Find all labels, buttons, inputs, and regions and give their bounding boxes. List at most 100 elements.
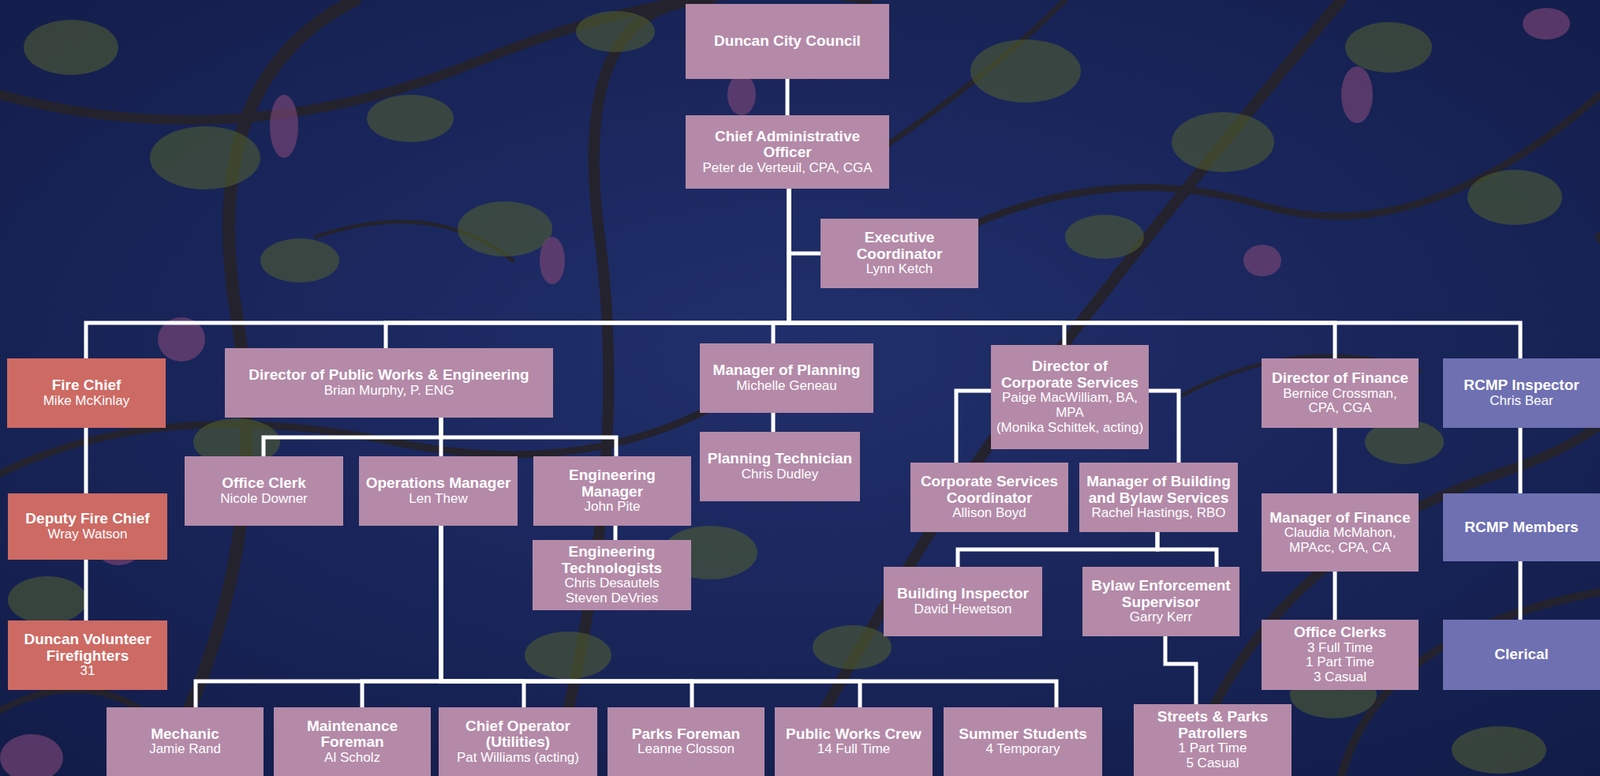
box-detail: 3 Casual — [1313, 669, 1367, 685]
org-box: Parks ForemanLeanne Closson — [607, 706, 765, 776]
box-title: Chief Operator (Utilities) — [443, 717, 593, 751]
org-connector — [773, 188, 789, 344]
box-detail: Len Thew — [408, 491, 468, 507]
org-box: Engineering ManagerJohn Pite — [533, 456, 692, 526]
box-detail: 1 Part Time — [1305, 654, 1375, 670]
box-title: Fire Chief — [52, 377, 122, 394]
box-detail: Peter de Verteuil, CPA, CGA — [702, 160, 872, 176]
box-detail: 4 Temporary — [985, 741, 1060, 757]
org-box: Director of Corporate ServicesPaige MacW… — [990, 344, 1149, 449]
box-detail: Jamie Rand — [149, 741, 221, 757]
box-detail: Brian Murphy, P. ENG — [324, 383, 455, 399]
box-title: Office Clerk — [221, 474, 307, 492]
box-title: Deputy Fire Chief — [25, 510, 150, 528]
box-title: Corporate Services Coordinator — [915, 473, 1064, 506]
org-connector — [771, 412, 776, 432]
org-connector — [788, 188, 821, 254]
org-box: Building InspectorDavid Hewetson — [883, 566, 1043, 636]
box-title: RCMP Members — [1464, 519, 1578, 536]
org-connector — [84, 559, 89, 621]
org-box: RCMP InspectorChris Bear — [1442, 358, 1600, 428]
box-title: Manager of Building and Bylaw Services — [1084, 473, 1234, 506]
org-connector — [785, 78, 790, 116]
org-box: Director of Public Works & EngineeringBr… — [224, 347, 554, 418]
org-box: Duncan City Council — [685, 3, 890, 79]
box-title: Chief Administrative Officer — [690, 128, 885, 161]
box-title: Operations Manager — [366, 474, 512, 492]
org-box: Planning TechnicianChris Dudley — [699, 431, 860, 501]
box-detail: 1 Part Time — [1178, 740, 1248, 756]
box-title: Director of Public Works & Engineering — [248, 366, 529, 384]
org-box: Public Works Crew14 Full Time — [774, 706, 933, 776]
org-box: Office Clerks3 Full Time1 Part Time3 Cas… — [1261, 619, 1419, 690]
org-connector — [85, 188, 789, 359]
org-connector — [1518, 427, 1523, 494]
box-detail: Chris Desautels — [564, 575, 660, 591]
box-detail: 14 Full Time — [817, 741, 891, 757]
org-connector — [957, 531, 1158, 567]
org-box: Office ClerkNicole Downer — [184, 456, 344, 526]
org-box: Corporate Services CoordinatorAllison Bo… — [910, 462, 1069, 532]
box-title: Duncan City Council — [714, 33, 861, 50]
box-title: RCMP Inspector — [1463, 377, 1579, 394]
org-box: MechanicJamie Rand — [106, 706, 264, 776]
box-detail: John Pite — [584, 499, 641, 515]
org-box: Maintenance ForemanAl Scholz — [273, 706, 431, 776]
box-title: Parks Foreman — [631, 725, 741, 743]
org-connector — [1157, 531, 1217, 567]
box-detail: 3 Full Time — [1307, 640, 1373, 656]
box-title: Engineering Technologists — [537, 543, 687, 576]
org-box: Chief Operator (Utilities)Pat Williams (… — [438, 706, 598, 776]
org-connector — [788, 188, 1521, 359]
box-detail: (Monika Schittek, acting) — [996, 420, 1144, 436]
box-detail: Leanne Closson — [637, 741, 735, 757]
org-connector — [385, 188, 789, 348]
box-detail: Chris Dudley — [741, 467, 819, 483]
box-title: Office Clerks — [1293, 624, 1387, 641]
box-detail: Michelle Geneau — [736, 378, 838, 394]
box-title: Bylaw Enforcement Supervisor — [1087, 577, 1235, 610]
org-connector — [613, 525, 618, 540]
box-detail: Claudia McMahon, MPAcc, CPA, CA — [1266, 525, 1414, 555]
box-title: Planning Technician — [707, 450, 853, 468]
org-box: Director of FinanceBernice Crossman, CPA… — [1261, 358, 1419, 428]
org-box: Manager of PlanningMichelle Geneau — [699, 343, 874, 413]
box-detail: 31 — [80, 663, 96, 679]
box-detail: Paige MacWilliam, BA, MPA — [995, 390, 1144, 420]
org-connector — [441, 525, 1057, 707]
box-title: Director of Finance — [1271, 370, 1409, 387]
box-title: Building Inspector — [897, 585, 1029, 602]
box-title: Maintenance Foreman — [278, 717, 427, 751]
org-box: Manager of Building and Bylaw ServicesRa… — [1079, 462, 1238, 532]
org-box: Fire ChiefMike McKinlay — [7, 358, 166, 428]
box-title: Clerical — [1494, 646, 1549, 663]
box-title: Mechanic — [150, 725, 220, 743]
box-detail: Pat Williams (acting) — [456, 750, 580, 766]
box-detail: Wray Watson — [47, 527, 128, 543]
org-connector — [1165, 635, 1197, 704]
org-connector — [1333, 571, 1338, 620]
box-title: Streets & Parks Patrollers — [1138, 708, 1287, 741]
org-box: Bylaw Enforcement SupervisorGarry Kerr — [1082, 566, 1240, 636]
box-detail: Chris Bear — [1489, 393, 1553, 409]
org-connector — [956, 390, 991, 463]
box-detail: Mike McKinlay — [43, 393, 131, 409]
org-connector — [1148, 390, 1179, 463]
box-detail: 5 Casual — [1185, 755, 1239, 771]
org-box: Deputy Fire ChiefWray Watson — [7, 493, 168, 560]
box-title: Public Works Crew — [785, 725, 922, 743]
box-detail: Lynn Ketch — [866, 261, 933, 277]
box-detail: Bernice Crossman, CPA, CGA — [1266, 386, 1414, 416]
box-detail: Nicole Downer — [220, 491, 308, 507]
box-title: Duncan Volunteer Firefighters — [12, 631, 163, 664]
org-box: Operations ManagerLen Thew — [358, 456, 518, 526]
box-detail: Steven DeVries — [565, 590, 658, 606]
box-title: Summer Students — [958, 725, 1088, 743]
org-box: Summer Students4 Temporary — [943, 706, 1103, 776]
box-detail: Rachel Hastings, RBO — [1091, 505, 1226, 521]
org-box: RCMP Members — [1442, 493, 1600, 561]
org-connector — [441, 417, 617, 457]
